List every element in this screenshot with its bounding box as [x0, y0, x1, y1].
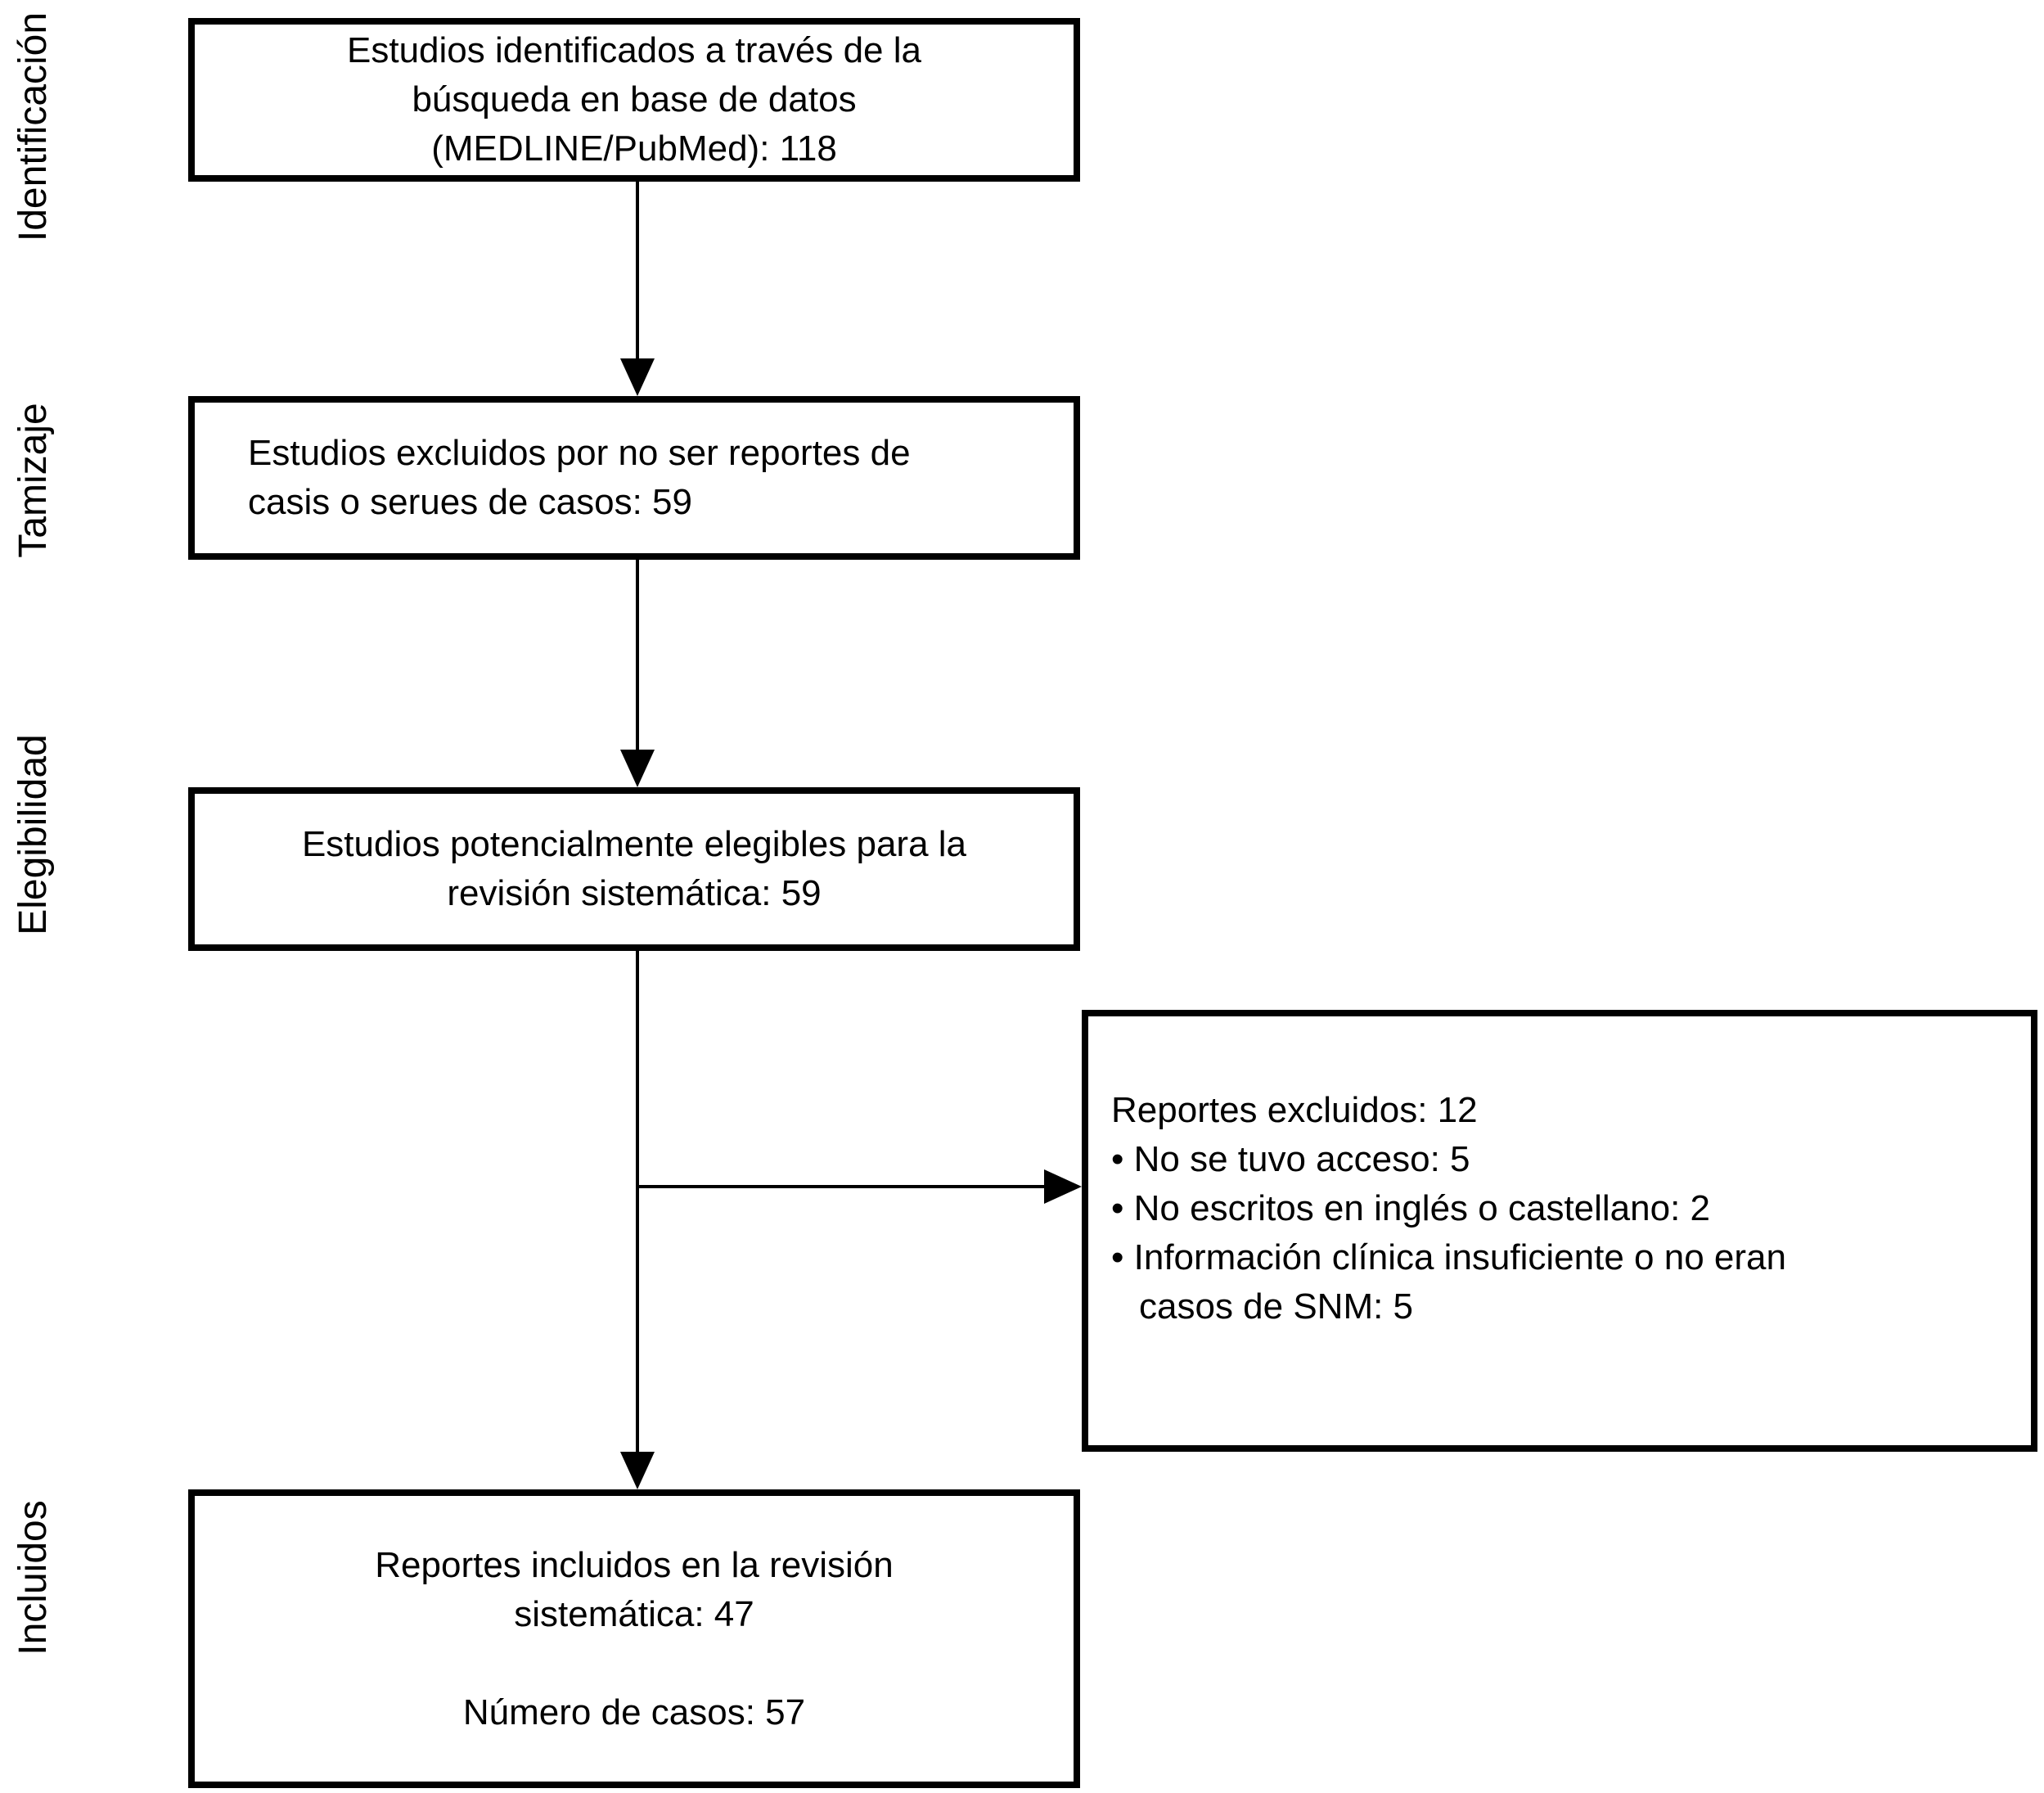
stage-label-included: Incluidos — [11, 1500, 55, 1656]
box-excluded-title: Reportes excluidos: 12 — [1111, 1090, 1478, 1130]
box-eligibility-line: Estudios potencialmente elegibles para l… — [301, 824, 967, 864]
box-excluded-bullet: • No se tuvo acceso: 5 — [1111, 1139, 1470, 1179]
box-excluded-bullet: • No escritos en inglés o castellano: 2 — [1111, 1188, 1711, 1228]
arrowhead-down-icon — [620, 1452, 655, 1489]
box-screening-line: casis o serues de casos: 59 — [248, 482, 692, 522]
box-excluded-bullet-continuation: casos de SNM: 5 — [1139, 1286, 1414, 1327]
arrowhead-right-icon — [1044, 1169, 1082, 1204]
box-included-line: Reportes incluidos en la revisión — [375, 1544, 894, 1585]
box-excluded-reports: Reportes excluidos: 12 • No se tuvo acce… — [1082, 1010, 2037, 1452]
arrowhead-down-icon — [620, 358, 655, 396]
connector-identification-to-screening — [636, 182, 639, 360]
box-included-line: sistemática: 47 — [514, 1593, 754, 1634]
connector-branch-to-excluded-reports — [637, 1185, 1046, 1188]
box-identification: Estudios identificados a través de la bú… — [188, 18, 1080, 182]
box-eligibility-line: revisión sistemática: 59 — [447, 873, 822, 913]
stage-label-eligibility: Elegibilidad — [11, 734, 55, 935]
connector-screening-to-eligibility — [636, 560, 639, 751]
box-identification-line: búsqueda en base de datos — [412, 79, 857, 119]
box-included-reports: Reportes incluidos en la revisión sistem… — [188, 1489, 1080, 1788]
arrowhead-down-icon — [620, 750, 655, 787]
box-included-cases-line: Número de casos: 57 — [462, 1692, 806, 1732]
box-identification-line: (MEDLINE/PubMed): 118 — [431, 128, 837, 169]
box-included-spacer — [195, 1639, 1074, 1688]
connector-eligibility-to-included — [636, 951, 639, 1453]
box-screening-excluded: Estudios excluidos por no ser reportes d… — [188, 396, 1080, 560]
box-excluded-bullet: • Información clínica insuficiente o no … — [1111, 1237, 1786, 1277]
stage-label-screening: Tamizaje — [11, 403, 55, 558]
box-eligibility: Estudios potencialmente elegibles para l… — [188, 787, 1080, 951]
box-identification-line: Estudios identificados a través de la — [347, 30, 921, 70]
box-screening-line: Estudios excluidos por no ser reportes d… — [248, 433, 911, 473]
